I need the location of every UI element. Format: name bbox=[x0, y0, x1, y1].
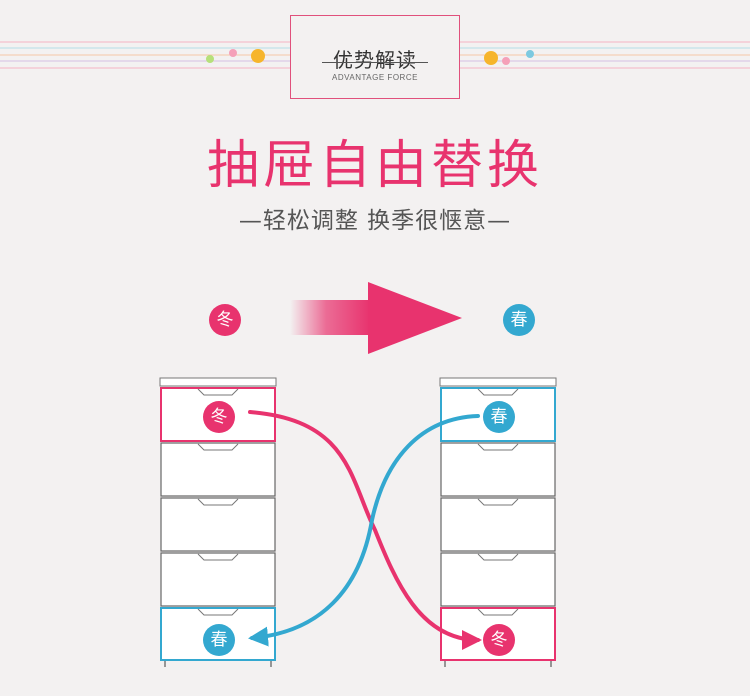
pink-swap-arrow bbox=[248, 410, 482, 650]
swap-arrows-icon bbox=[248, 410, 482, 650]
decor-dot bbox=[526, 50, 534, 58]
right-arrow-icon bbox=[290, 282, 462, 354]
section-header: 优势解读 ADVANTAGE FORCE bbox=[290, 15, 460, 99]
drawer bbox=[440, 552, 556, 607]
spring-badge: 春 bbox=[503, 304, 535, 336]
drawer bbox=[440, 497, 556, 552]
drawer bbox=[440, 442, 556, 497]
decor-dot bbox=[206, 55, 214, 63]
winter-badge: 冬 bbox=[209, 304, 241, 336]
decor-dot bbox=[484, 51, 498, 65]
blue-swap-arrow bbox=[248, 414, 480, 647]
right-cabinet bbox=[439, 377, 557, 667]
drawer bbox=[160, 552, 276, 607]
winter-drawer-badge: 冬 bbox=[203, 401, 235, 433]
left-cabinet bbox=[159, 377, 277, 667]
section-title: 优势解读 bbox=[333, 48, 417, 72]
section-divider bbox=[322, 62, 428, 63]
spring-drawer-badge: 春 bbox=[483, 401, 515, 433]
decor-dot bbox=[251, 49, 265, 63]
winter-drawer-badge: 冬 bbox=[483, 624, 515, 656]
spring-drawer-badge: 春 bbox=[203, 624, 235, 656]
drawer bbox=[160, 497, 276, 552]
section-subtitle: ADVANTAGE FORCE bbox=[332, 73, 418, 82]
decor-dot bbox=[502, 57, 510, 65]
feature-title: 抽屉自由替换 bbox=[206, 136, 543, 196]
feature-subtitle: —轻松调整 换季很惬意— bbox=[238, 208, 512, 234]
drawer bbox=[160, 442, 276, 497]
decor-dot bbox=[229, 49, 237, 57]
